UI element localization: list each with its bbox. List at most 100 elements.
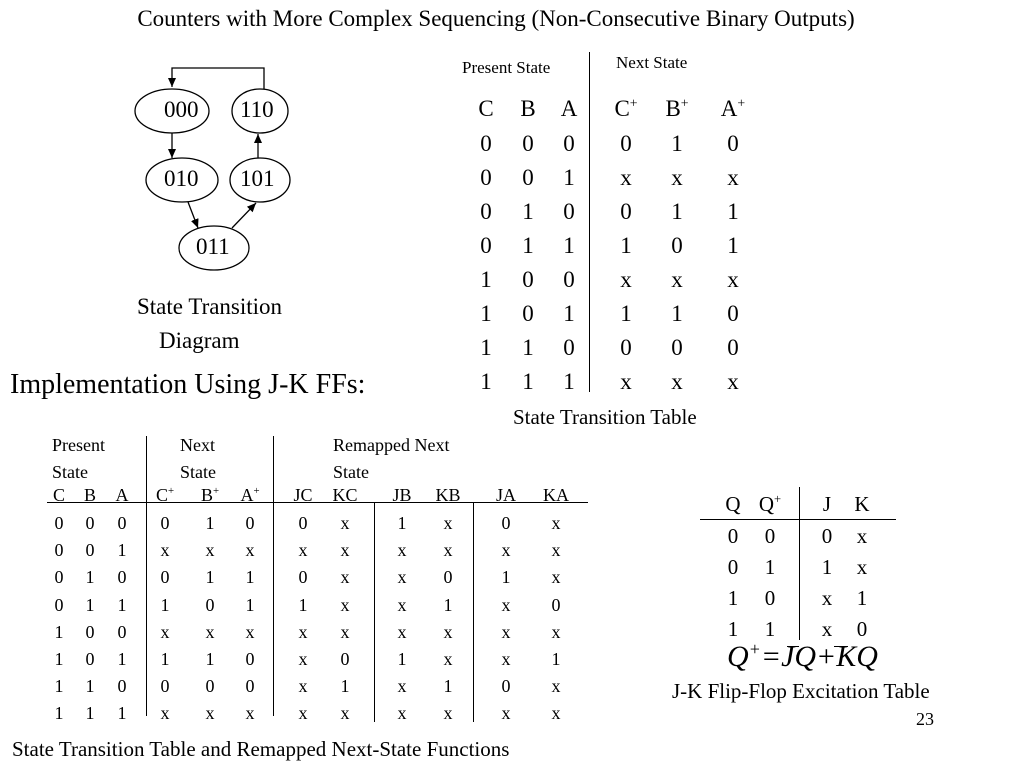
table2-cell-text: x — [443, 703, 453, 724]
table3-header-cell-text: Q — [758, 492, 775, 516]
table1-cell-text: x — [727, 165, 739, 190]
arrow-010-to-011 — [187, 201, 199, 229]
table2-cell-text: 0 — [245, 649, 255, 669]
table2-present-header-2: State — [52, 462, 88, 482]
table2-cell: x — [552, 567, 561, 588]
table2-cell: x — [552, 513, 561, 534]
table2-cell-text: x — [551, 513, 561, 533]
table2-cell: 0 — [161, 567, 170, 588]
table2-cell-text: 0 — [85, 513, 95, 533]
table2-cell: 1 — [161, 595, 170, 616]
table1-header-cell-text: C — [614, 96, 630, 121]
table2-cell-text: 0 — [117, 513, 127, 533]
table2-cell-text: 0 — [85, 540, 95, 561]
table1-cell: 0 — [563, 199, 575, 225]
table2-cell: 1 — [86, 703, 95, 724]
table2-cell-text: 0 — [54, 594, 64, 615]
table1-cell-text: x — [671, 369, 683, 394]
table1-header-cell-text: A — [720, 96, 738, 121]
table1-cell: x — [671, 267, 683, 293]
arrow-011-to-101 — [231, 202, 257, 229]
table3-header-cell: K — [854, 492, 869, 517]
equation-lhs: Q — [727, 640, 749, 673]
table2-cell-text: 0 — [205, 594, 215, 615]
table2-header-cell: JC — [293, 485, 312, 506]
table2-cell-text: x — [245, 621, 255, 642]
table1-cell-text: 1 — [671, 301, 683, 326]
table2-cell: x — [502, 540, 511, 561]
table2-cell: x — [398, 622, 407, 643]
table2-cell: 0 — [444, 567, 453, 588]
table1-cell: 0 — [727, 131, 739, 157]
table2-cell-text: 1 — [85, 703, 95, 724]
state-label-000: 000 — [164, 97, 199, 122]
table2-cell-text: 0 — [298, 567, 308, 588]
table2-cell-text: x — [340, 513, 350, 533]
table1-cell: 0 — [522, 267, 534, 293]
table1-cell-text: 0 — [620, 199, 632, 224]
table2-cell: x — [502, 703, 511, 724]
diagram-caption-line1: State Transition — [137, 294, 283, 319]
table2-header-cell-text: KA — [543, 485, 569, 505]
table2-header-cell-text: KB — [435, 485, 461, 505]
table2-cell-text: 0 — [85, 649, 95, 669]
table2-cell: 0 — [341, 649, 350, 670]
table3-cell-text: 1 — [821, 555, 833, 579]
table2-divider-b — [473, 502, 474, 722]
table2-cell-text: 1 — [397, 649, 407, 669]
table2-cell-text: 1 — [160, 649, 170, 669]
table2-cell: x — [206, 540, 215, 561]
table2-cell: 0 — [86, 540, 95, 561]
table2-header-cell: A+ — [240, 485, 259, 506]
table2-cell-text: 0 — [245, 513, 255, 533]
table2-cell-text: 1 — [117, 649, 127, 669]
table1-cell: 0 — [563, 267, 575, 293]
table1-cell-text: 0 — [727, 335, 739, 360]
table2-cell: x — [552, 540, 561, 561]
table2-cell-text: 1 — [54, 649, 64, 669]
table1-cell-text: x — [620, 267, 632, 292]
table2-cell: 0 — [246, 513, 255, 534]
table2-cell: x — [398, 676, 407, 697]
table1-cell: 1 — [522, 199, 534, 225]
table3-header-cell-text: J — [822, 492, 832, 516]
table2-cell-text: 1 — [54, 703, 64, 724]
table2-cell-text: x — [443, 621, 453, 642]
table1-cell: 0 — [563, 335, 575, 361]
table1-cell: 1 — [563, 369, 575, 395]
table1-cell-text: 1 — [480, 267, 492, 292]
table3-cell: 0 — [728, 524, 739, 549]
table1-cell: 1 — [480, 335, 492, 361]
table2-cell-text: x — [340, 621, 350, 642]
table2-cell: x — [299, 703, 308, 724]
table1-cell: 0 — [480, 233, 492, 259]
state-label-010: 010 — [164, 166, 199, 191]
table2-cell-text: x — [501, 649, 511, 669]
table1-cell: x — [727, 369, 739, 395]
implementation-heading: Implementation Using J-K FFs: — [10, 369, 366, 400]
table1-cell: 0 — [480, 199, 492, 225]
table2-next-header-1: Next — [180, 435, 215, 455]
table2-header-cell: C+ — [156, 485, 174, 506]
table2-cell: x — [299, 676, 308, 697]
table2-cell-text: 0 — [117, 676, 127, 697]
table2-cell: 1 — [206, 513, 215, 534]
equation-rhs: =JQ+KQ — [760, 640, 878, 673]
table2-cell-text: x — [443, 513, 453, 533]
table2-remap-header-1: Remapped Next — [333, 435, 450, 455]
table1-cell-text: 1 — [522, 369, 534, 394]
table2-cell: 1 — [552, 649, 561, 670]
table1-header-cell-sup: + — [680, 95, 689, 111]
table2-header-cell-text: JA — [495, 485, 517, 505]
table1-cell-text: 0 — [480, 199, 492, 224]
table2-cell: 0 — [299, 513, 308, 534]
table1-cell-text: x — [727, 267, 739, 292]
table2-cell: x — [206, 622, 215, 643]
table1-next-header: Next State — [616, 53, 688, 72]
table2-cell-text: x — [340, 594, 350, 615]
table2-cell-text: 1 — [501, 567, 511, 588]
table2-cell: 1 — [86, 595, 95, 616]
table2-cell-text: x — [205, 703, 215, 724]
table1-cell: 1 — [522, 233, 534, 259]
table2-cell: 0 — [55, 567, 64, 588]
